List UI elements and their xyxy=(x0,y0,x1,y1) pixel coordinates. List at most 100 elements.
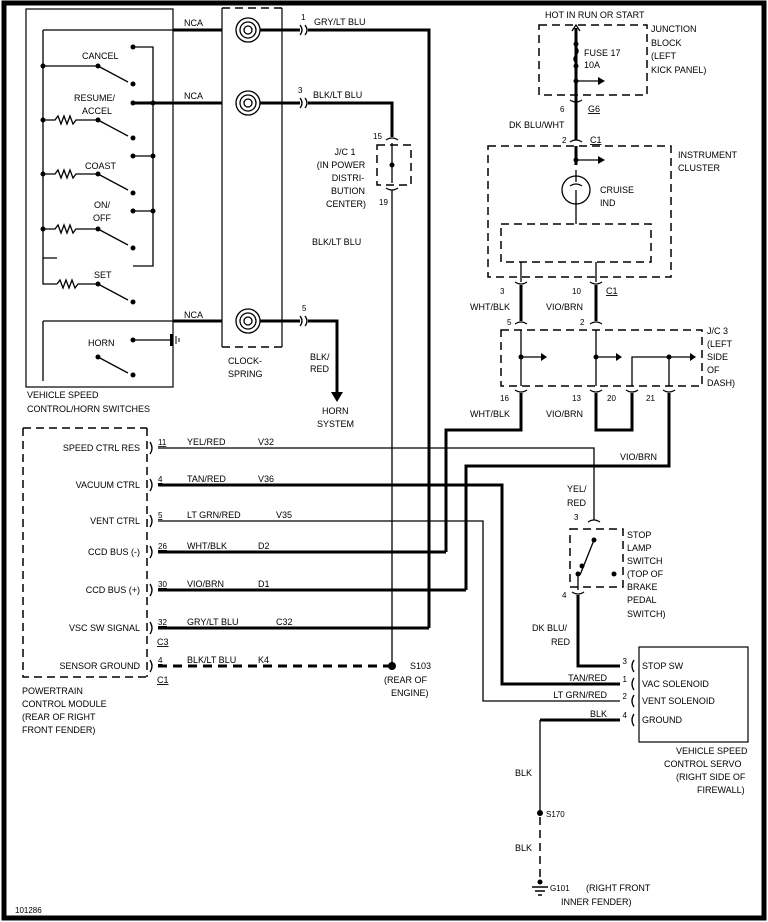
stop-lamp-label: STOP xyxy=(627,530,651,540)
ground-id: G101 xyxy=(550,884,570,893)
wire-label: BLK/ xyxy=(310,352,330,362)
horn-system-label-2: SYSTEM xyxy=(317,419,354,429)
wire-label: RED xyxy=(310,364,330,374)
wire-color-label: GRY/LT BLU xyxy=(187,617,239,627)
switch-label-accel: ACCEL xyxy=(82,106,112,116)
pin-number: 2 xyxy=(623,692,628,701)
wire-color-label: VIO/BRN xyxy=(187,579,224,589)
wire-label: DK BLU/WHT xyxy=(509,120,565,130)
pin-number: 3 xyxy=(500,287,505,296)
jc3-label: OF xyxy=(707,365,720,375)
connector-icon xyxy=(631,713,635,727)
pin-number: 13 xyxy=(572,394,581,403)
splice-s103-location: (REAR OF xyxy=(384,675,428,685)
servo-title: FIREWALL) xyxy=(697,785,745,795)
wire-wht-blk xyxy=(444,393,523,552)
wire-label: BLK/LT BLU xyxy=(313,90,362,100)
connector-icon xyxy=(149,583,153,597)
pin-number: 3 xyxy=(623,657,628,666)
wire-dk-blu-red xyxy=(576,595,620,668)
servo-row: 3 STOP SW xyxy=(623,657,684,673)
wire-blk-lt-blu xyxy=(308,101,394,137)
switch-label-off: OFF xyxy=(93,213,111,223)
pcm-title: FRONT FENDER) xyxy=(22,725,95,735)
clockspring-coil-icon xyxy=(235,90,261,116)
switch-label-set: SET xyxy=(94,270,112,280)
wire-label: DK BLU/ xyxy=(532,623,568,633)
ground-path: BLK S170 BLK G101 (RIGHT FRONT INNER FEN… xyxy=(515,720,651,907)
pin-number: 26 xyxy=(158,542,167,551)
clockspring-label-2: SPRING xyxy=(228,369,263,379)
stop-lamp-label: BRAKE xyxy=(627,582,658,592)
resistor-icon xyxy=(43,114,98,126)
junction-block-label: KICK PANEL) xyxy=(651,65,706,75)
jc3-label: (LEFT xyxy=(707,339,733,349)
junction-block-label: JUNCTION xyxy=(651,24,697,34)
pin-number: 32 xyxy=(158,618,167,627)
connector-icon xyxy=(631,677,635,691)
connector-id: G6 xyxy=(588,104,600,114)
connector-icon xyxy=(631,659,635,673)
wire-label: WHT/BLK xyxy=(470,409,510,419)
stop-lamp-label: (TOP OF xyxy=(627,569,664,579)
pin-number: 5 xyxy=(158,511,163,520)
circuit-id-label: C32 xyxy=(276,617,293,627)
connector-icon xyxy=(299,24,308,36)
connector-icon xyxy=(149,659,153,673)
servo-pin-label: VENT SOLENOID xyxy=(642,696,715,706)
pin-number: 3 xyxy=(298,86,303,95)
servo-pin-label: STOP SW xyxy=(642,661,684,671)
pcm-title: CONTROL MODULE xyxy=(22,699,107,709)
junction-block-label: BLOCK xyxy=(651,38,682,48)
pin-number: 2 xyxy=(562,136,567,145)
pin-number: 3 xyxy=(574,513,579,522)
connector-id-c3: C3 xyxy=(157,637,169,647)
circuit-id-label: D2 xyxy=(258,541,270,551)
pcm-pin-label: SPEED CTRL RES xyxy=(63,443,140,453)
arrow-right-icon xyxy=(598,77,605,85)
clockspring-coil-icon xyxy=(235,17,261,43)
arrow-right-icon xyxy=(690,353,696,361)
stop-lamp-label: SWITCH) xyxy=(627,609,666,619)
ground-symbol-icon xyxy=(170,334,173,346)
fuse-icon xyxy=(573,46,579,64)
pin-number: 6 xyxy=(560,105,565,114)
pin-number: 4 xyxy=(158,475,163,484)
clockspring-label-1: CLOCK- xyxy=(228,356,262,366)
jc1-label: DISTRI- xyxy=(332,173,365,183)
jc1-label: (IN POWER xyxy=(317,160,366,170)
wire-label: VIO/BRN xyxy=(546,409,583,419)
resistor-icon xyxy=(43,223,98,235)
wire-yel-red xyxy=(158,447,595,520)
circuit-id-label: D1 xyxy=(258,579,270,589)
splice-s103-location: ENGINE) xyxy=(391,688,429,698)
splice-s170-label: S170 xyxy=(546,810,565,819)
connector-icon xyxy=(299,97,308,109)
pcm-title: (REAR OF RIGHT xyxy=(22,712,96,722)
switch-label-coast: COAST xyxy=(85,161,117,171)
pcm-pin-label: VACUUM CTRL xyxy=(76,480,140,490)
pin-number: 4 xyxy=(623,711,628,720)
fuse-amps: 10A xyxy=(584,60,600,70)
jc3-label: SIDE xyxy=(707,352,728,362)
switch-label-on: ON/ xyxy=(94,200,111,210)
pin-number: 5 xyxy=(302,304,307,313)
ground-location: (RIGHT FRONT xyxy=(586,883,651,893)
wire-blk-red xyxy=(308,319,339,392)
switch-label-resume: RESUME/ xyxy=(74,93,116,103)
arrow-up-icon xyxy=(571,23,581,32)
wire-label: BLK xyxy=(515,768,532,778)
wire-label-nca-3: NCA xyxy=(184,310,203,320)
cruise-ind-label: IND xyxy=(600,198,616,208)
connector-id: C1 xyxy=(590,135,602,145)
connector-id-c1: C1 xyxy=(157,675,169,685)
circuit-id-label: V36 xyxy=(258,474,274,484)
pin-number: 30 xyxy=(158,580,167,589)
stop-lamp-switch: YEL/ RED 3 4 STOP LAMP SWITCH (TOP OF BR… xyxy=(532,484,666,668)
splice-s103-dot xyxy=(388,662,396,670)
